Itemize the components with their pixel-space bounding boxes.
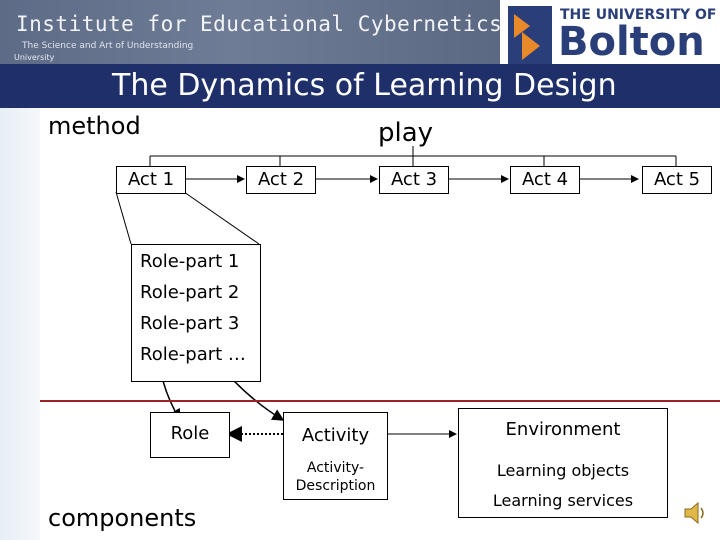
learning-services: Learning services <box>492 491 634 510</box>
slide-title: The Dynamics of Learning Design <box>112 68 617 103</box>
role-part-2: Role-part 2 <box>140 282 240 303</box>
act-box-5: Act 5 <box>642 166 712 194</box>
act-box-3: Act 3 <box>379 166 449 194</box>
university-logo: THE UNIVERSITY OF Bolton <box>500 0 720 68</box>
components-label: components <box>48 504 197 532</box>
role-part-1: Role-part 1 <box>140 251 240 272</box>
university-of-text: THE UNIVERSITY OF <box>560 7 717 23</box>
role-part-more: Role-part … <box>140 344 246 365</box>
activity-box: Activity Activity-Description <box>283 412 388 500</box>
environment-label: Environment <box>505 419 621 440</box>
title-bar <box>0 64 720 108</box>
institute-banner: Institute for Educational Cybernetics Th… <box>0 0 520 68</box>
expand-line-left <box>115 191 132 245</box>
bolton-logo-icon <box>508 6 552 64</box>
role-part-3: Role-part 3 <box>140 313 240 334</box>
section-divider <box>40 400 720 402</box>
activity-description: Activity-Description <box>295 460 376 494</box>
institute-name: Institute for Educational Cybernetics <box>16 12 503 36</box>
role-box: Role <box>150 412 230 458</box>
header-banner: Institute for Educational Cybernetics Th… <box>0 0 720 68</box>
act-box-2: Act 2 <box>246 166 316 194</box>
university-name: Bolton <box>558 19 705 65</box>
environment-box: Environment Learning objects Learning se… <box>458 408 668 518</box>
play-label: play <box>378 118 434 148</box>
speaker-icon[interactable] <box>682 500 708 526</box>
role-label: Role <box>170 423 210 444</box>
expand-line-right <box>183 191 260 245</box>
act-box-4: Act 4 <box>510 166 580 194</box>
activity-label: Activity <box>301 425 370 446</box>
institute-tagline: The Science and Art of Understanding <box>22 41 194 51</box>
learning-objects: Learning objects <box>496 461 630 480</box>
method-label: method <box>48 112 141 140</box>
side-strip <box>0 108 40 540</box>
role-part-box: Role-part 1 Role-part 2 Role-part 3 Role… <box>131 244 261 382</box>
act-box-1: Act 1 <box>116 166 186 194</box>
university-tag: University <box>14 53 55 62</box>
